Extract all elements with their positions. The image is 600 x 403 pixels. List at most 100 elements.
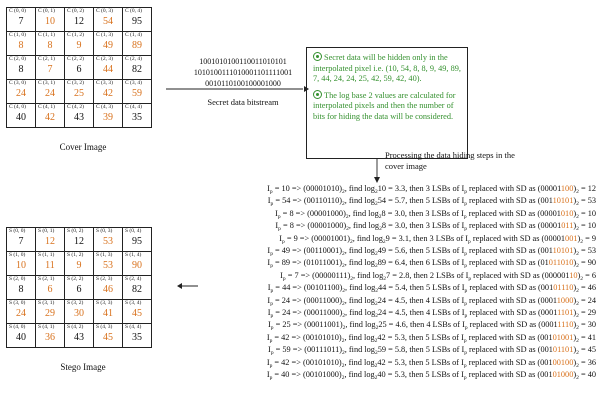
subscript-2: 2: [576, 226, 579, 233]
subscript-2: 2: [342, 325, 346, 332]
pixel-label: S (2, 1): [38, 276, 55, 282]
secret-bits: 10: [569, 270, 578, 280]
pixel-label: S (1, 1): [38, 252, 55, 258]
pixel-value: 10: [16, 260, 26, 271]
pixel-cell: S (1, 4)90: [122, 251, 152, 276]
result-value: 53: [587, 196, 596, 206]
pixel-cell: C (4, 1)42: [35, 103, 65, 128]
subscript-p: p: [463, 213, 467, 220]
subscript-2: 2: [374, 189, 378, 195]
pixel-label: S (1, 0): [9, 252, 26, 258]
pixel-label: C (1, 4): [125, 32, 142, 38]
pixel-cell: C (3, 4)59: [122, 79, 152, 104]
radio-bullet-icon: [313, 89, 322, 99]
lsb-count: 3: [429, 233, 434, 243]
pixel-cell: C (0, 2)12: [64, 7, 94, 32]
pixel-cell: C (4, 4)35: [122, 103, 152, 128]
pixel-cell: S (3, 4)45: [122, 299, 152, 324]
kept-bits: 0001: [540, 295, 557, 305]
subscript-p: p: [277, 213, 281, 220]
pixel-value: 36: [45, 332, 55, 343]
subscript-p: p: [464, 201, 467, 208]
kept-bits: 00001: [540, 221, 562, 231]
bitstream-arrow: [166, 86, 309, 92]
step-row: Ip = 24 => (00011000)2, find log224 = 4.…: [267, 295, 596, 307]
log-value: 5.8: [394, 345, 406, 355]
kept-bits: 001: [540, 283, 554, 293]
pixel-cell: S (3, 3)41: [93, 299, 123, 324]
pixel-label: S (3, 1): [38, 300, 55, 306]
secret-bits: 10101: [552, 196, 574, 206]
bitstream-line-2: 1010100111010001101111001: [193, 68, 293, 77]
log-value: 3.1: [398, 233, 410, 243]
secret-bits: 01110: [553, 283, 574, 293]
kept-bits: 001: [540, 345, 553, 355]
step-row: Ip = 25 => (00011001)2, find log225 = 4.…: [268, 320, 596, 332]
subscript-p: p: [464, 288, 468, 295]
pixel-label: S (3, 2): [67, 300, 84, 306]
lsb-count: 2: [429, 270, 435, 280]
subscript-p: p: [270, 350, 274, 357]
pixel-value: 43: [74, 332, 84, 343]
pixel-value: 35: [132, 112, 142, 123]
pixel-value: 39: [103, 112, 113, 123]
subscript-2: 2: [375, 313, 378, 320]
subscript-p: p: [282, 238, 285, 245]
lsb-count: 5: [425, 345, 430, 355]
pixel-value: 7: [385, 270, 391, 280]
pixel-value: 95: [132, 236, 142, 247]
pixel-label: C (3, 0): [9, 80, 26, 86]
kept-bits: 001: [540, 246, 553, 256]
pixel-value: 49: [281, 246, 291, 256]
pixel-value: 6: [76, 284, 82, 295]
pixel-label: S (0, 1): [38, 228, 55, 234]
subscript-2: 2: [576, 251, 579, 258]
pixel-cell: S (4, 3)45: [93, 323, 123, 348]
kept-bits: 00001: [540, 208, 561, 218]
pixel-cell: C (2, 0)8: [6, 55, 36, 80]
pixel-label: C (2, 3): [96, 56, 113, 62]
pixel-value: 25: [378, 320, 387, 330]
pixel-cell: S (0, 2)12: [64, 227, 94, 252]
subscript-2: 2: [346, 226, 349, 233]
pixel-value: 30: [74, 308, 84, 319]
hiding-steps-list: Ip = 10 => (00001010)2, find log210 = 3.…: [196, 183, 596, 382]
subscript-2: 2: [374, 337, 378, 344]
step-row: Ip = 59 => (00111011)2, find log259 = 5.…: [268, 345, 596, 357]
pixel-value: 9: [385, 233, 390, 243]
pixel-cell: S (0, 0)7: [6, 227, 36, 252]
kept-bits: 0001: [541, 320, 558, 330]
pixel-cell: S (2, 1)6: [35, 275, 65, 300]
binary-value: 00001000: [309, 208, 344, 218]
subscript-2: 2: [580, 275, 584, 282]
pixel-label: S (3, 0): [9, 300, 26, 306]
pixel-value: 53: [103, 236, 113, 247]
pixel-value: 46: [103, 284, 113, 295]
step-row: Ip = 89 => (01011001)2, find log289 = 6.…: [267, 258, 596, 270]
subscript-2: 2: [349, 238, 353, 245]
pixel-value: 25: [282, 320, 291, 330]
pixel-value: 54: [377, 196, 386, 206]
subscript-2: 2: [342, 251, 345, 258]
step-row: Ip = 8 => (00001000)2, find log28 = 3.0,…: [275, 221, 596, 233]
binary-value: 00101010: [305, 357, 339, 367]
pixel-label: S (3, 3): [96, 300, 113, 306]
pixel-value: 43: [74, 112, 84, 123]
subscript-p: p: [282, 275, 286, 282]
pixel-value: 8: [18, 40, 24, 51]
pixel-value: 44: [103, 64, 113, 75]
secret-bits: 10101: [552, 246, 574, 256]
subscript-2: 2: [341, 375, 345, 382]
subscript-2: 2: [345, 213, 349, 220]
pixel-cell: C (4, 2)43: [64, 103, 94, 128]
pixel-cell: S (4, 0)40: [6, 323, 36, 348]
step-row: Ip = 42 => (00101010)2, find log242 = 5.…: [266, 332, 596, 344]
result-value: 12: [587, 184, 596, 193]
log-value: 6.4: [394, 258, 406, 268]
pixel-cell: C (1, 3)49: [93, 31, 123, 56]
pixel-cell: S (2, 0)8: [6, 275, 36, 300]
pixel-label: S (3, 4): [125, 300, 142, 306]
